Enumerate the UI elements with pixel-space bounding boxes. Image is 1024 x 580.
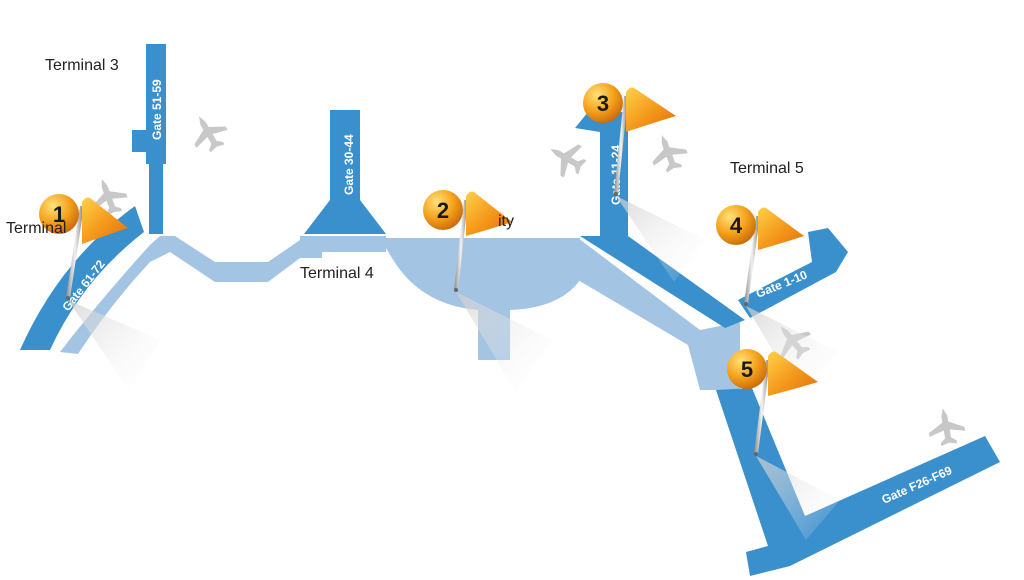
flag-pin-icon bbox=[82, 197, 128, 244]
marker-2-number: 2 bbox=[437, 198, 449, 223]
pin-shadow bbox=[756, 456, 840, 540]
marker-1-pin[interactable]: 1 bbox=[39, 194, 160, 392]
marker-5-number: 5 bbox=[741, 357, 753, 382]
gate-label-51-59: Gate 51-59 bbox=[150, 79, 164, 140]
flag-pin-icon bbox=[768, 351, 818, 396]
pin-shadow bbox=[746, 306, 838, 396]
terminal-label-left: Terminal bbox=[6, 220, 67, 237]
marker-4-number: 4 bbox=[730, 213, 743, 238]
airplane-icon bbox=[928, 408, 966, 447]
walkway-network bbox=[60, 236, 740, 390]
terminal-label-3: Terminal 3 bbox=[45, 57, 119, 74]
concourse-network bbox=[20, 44, 1000, 576]
airplane-icon bbox=[194, 116, 228, 153]
pin-shadow bbox=[456, 292, 552, 392]
terminal-label-5: Terminal 5 bbox=[730, 160, 804, 177]
pin-shadow bbox=[68, 300, 160, 392]
flag-pin-icon bbox=[758, 207, 804, 250]
airplane-icon bbox=[92, 179, 128, 217]
marker-2-pin[interactable]: 2 bbox=[423, 190, 552, 392]
terminal-label-center: ity bbox=[498, 213, 514, 230]
flag-pin-icon bbox=[626, 87, 676, 132]
marker-1-number: 1 bbox=[53, 202, 65, 227]
terminal-label-4: Terminal 4 bbox=[300, 265, 374, 282]
airplane-icon bbox=[550, 144, 587, 178]
marker-4-pin[interactable]: 4 bbox=[716, 205, 838, 396]
airplane-icon bbox=[652, 135, 688, 173]
flag-pin-icon bbox=[466, 191, 512, 236]
pin-shadow bbox=[616, 196, 706, 282]
marker-3-number: 3 bbox=[597, 91, 609, 116]
gate-label-30-44: Gate 30-44 bbox=[342, 134, 356, 195]
marker-3-pin[interactable]: 3 bbox=[583, 83, 706, 282]
marker-5-pin[interactable]: 5 bbox=[727, 349, 840, 540]
